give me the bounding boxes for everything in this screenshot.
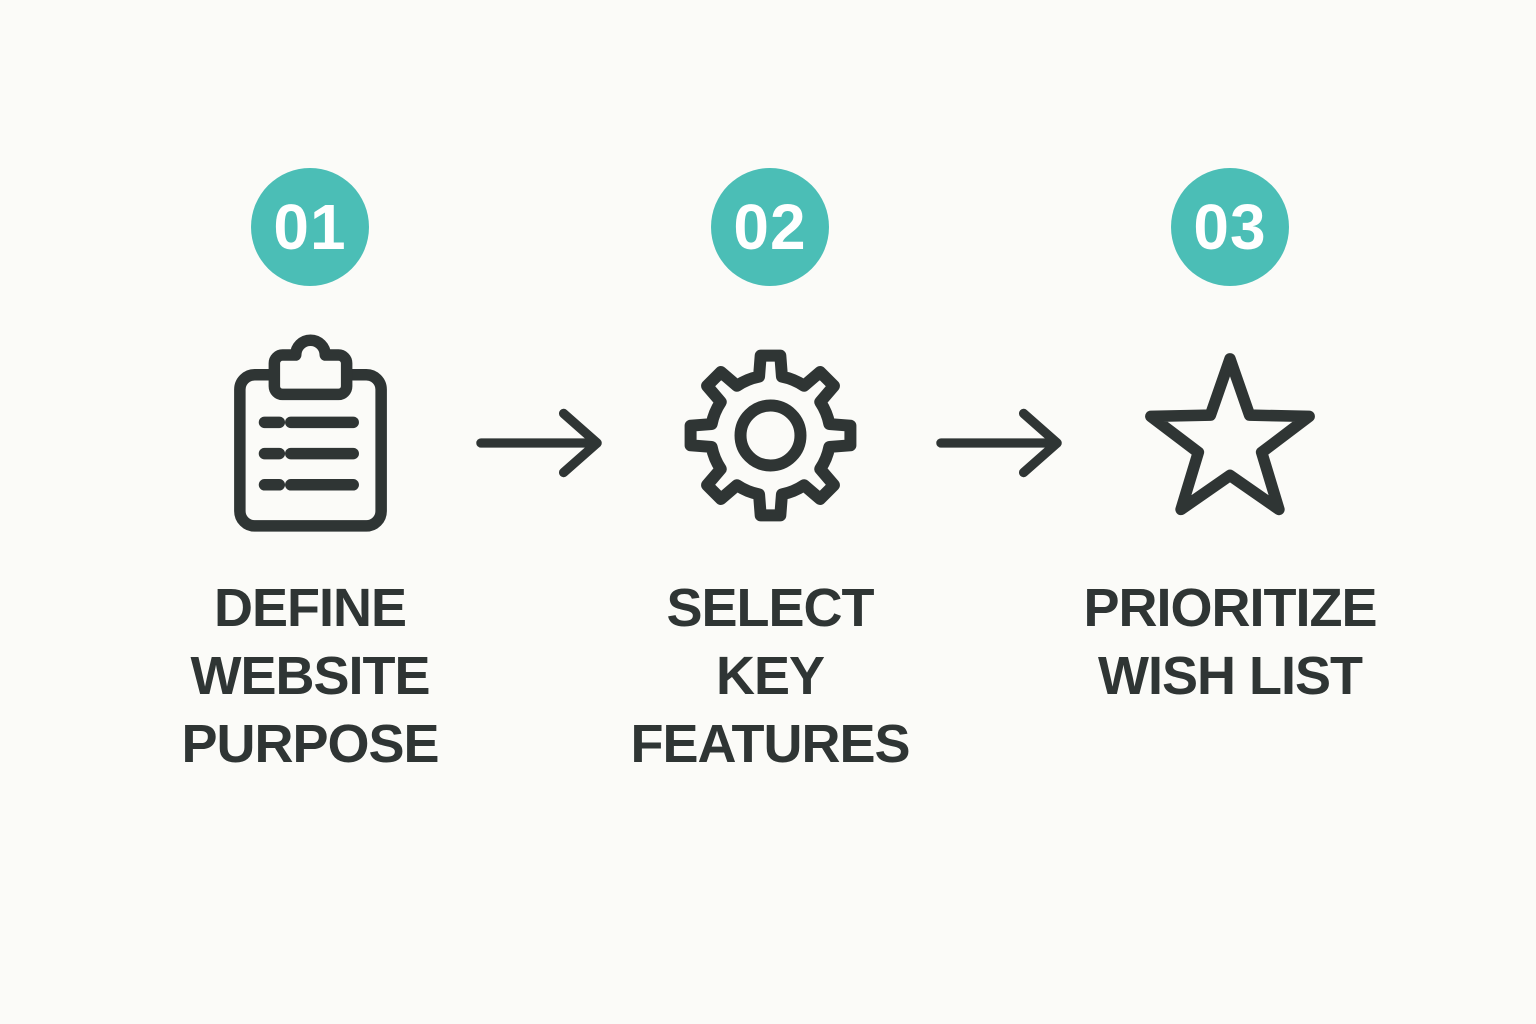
- step-3-prioritize-wish-list: 03 PRIORITIZE WISH LIST: [1000, 168, 1460, 710]
- step-number-badge: 01: [251, 168, 369, 286]
- step-number-badge: 02: [711, 168, 829, 286]
- clipboard-icon: [225, 330, 396, 540]
- step-number-badge: 03: [1171, 168, 1289, 286]
- step-2-select-key-features: 02 SELECT KEY FEATURES: [540, 168, 1000, 778]
- step-label: SELECT KEY FEATURES: [630, 578, 910, 774]
- arrow-right-icon: [476, 404, 604, 482]
- arrow-right-icon: [936, 404, 1064, 482]
- step-label: PRIORITIZE WISH LIST: [1083, 578, 1377, 706]
- step-1-define-website-purpose: 01 DEFINE WEBSITE PURPOSE: [80, 168, 540, 778]
- star-icon: [1136, 330, 1324, 540]
- step-label: DEFINE WEBSITE PURPOSE: [181, 578, 439, 774]
- gear-icon: [678, 330, 863, 540]
